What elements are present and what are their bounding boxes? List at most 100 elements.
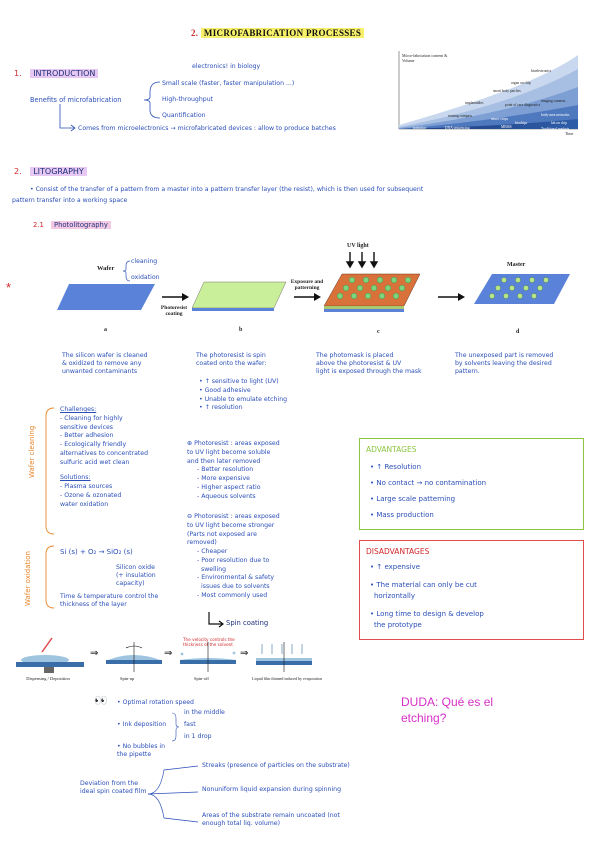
spin-off-diagram	[180, 642, 236, 672]
section-title: MICROFABRICATION PROCESSES	[200, 28, 365, 38]
wafer-oxidation-label: Wafer oxidation	[24, 551, 32, 606]
figure-label: Traditional markets	[541, 127, 570, 131]
deviation-item: Streaks (presence of particles on the su…	[202, 762, 350, 769]
figure-label: lab on chip	[551, 121, 567, 125]
spin-caption: Spin-up	[120, 676, 135, 681]
figure-label: DNA sequencing	[445, 126, 470, 130]
wafer-cleaning-label: Wafer cleaning	[28, 425, 36, 478]
figure-label: bioelectronics	[531, 69, 552, 73]
wafer-note: cleaning	[131, 258, 158, 265]
figure-label: imaging cameras	[541, 99, 566, 103]
advantage-item: • ↑ Resolution	[370, 463, 422, 471]
uv-arrows-icon	[345, 252, 379, 269]
figure-label: neuro-chips	[491, 117, 508, 121]
sub-number: 2.1	[33, 221, 44, 229]
litho-heading: 2. LITOGRAPHY	[14, 167, 87, 177]
figure-label: biochips	[515, 121, 528, 125]
brace-icon	[171, 712, 180, 742]
spin-caption: Liquid film thinned induced by evaporati…	[252, 676, 322, 681]
step-a-text: The silicon wafer is cleaned& oxidized t…	[62, 352, 148, 375]
disadvantage-item: • Long time to design & develop	[370, 610, 484, 618]
disadvantage-item: horizontally	[374, 592, 416, 600]
question-note: DUDA: Qué es el etching?	[401, 695, 494, 726]
disadvantages-box: DISADVANTAGES • ↑ expensive • The materi…	[359, 540, 584, 640]
uv-light-label: UV light	[347, 243, 369, 249]
spin-caption: Spin-off	[194, 676, 209, 681]
comes-from-text: Comes from microelectronics → microfabri…	[78, 125, 336, 132]
deviation-arrows-icon	[147, 765, 199, 823]
dispensing-diagram	[16, 637, 84, 673]
spin-bullet-side: in the middle	[184, 709, 225, 716]
spin-caption: Dispensing / Deposition	[26, 676, 70, 681]
star-mark: *	[6, 280, 12, 295]
process-arrow-icon	[294, 293, 321, 301]
deviation-item: Nonuniform liquid expansion during spinn…	[202, 786, 342, 793]
wafer-note: oxidation	[131, 274, 160, 281]
wafer-plate	[57, 284, 155, 310]
figure-label: body-area networks	[541, 113, 570, 117]
spin-bullet: • Ink deposition	[117, 721, 167, 728]
disadvantages-title: DISADVANTAGES	[366, 547, 430, 556]
page-title: 2. MICROFABRICATION PROCESSES	[191, 28, 365, 38]
spin-bullet-side: in 1 drop	[184, 733, 212, 740]
evaporation-diagram	[256, 642, 312, 672]
coated-wafer	[191, 281, 287, 311]
figure-label: point of care diagnostics	[505, 103, 541, 107]
figure-label: sensing compass	[448, 114, 473, 118]
master-wafer	[474, 274, 570, 304]
section-number: 2.	[191, 28, 199, 38]
brace-icon	[122, 260, 131, 282]
deviation-item: Areas of the substrate remain uncoated (…	[202, 812, 340, 827]
bracket-icon	[45, 407, 55, 535]
bracket-icon	[45, 545, 55, 609]
litho-title: LITOGRAPHY	[30, 167, 87, 176]
mask-wafer	[323, 273, 421, 312]
sub-title: Photolitography	[50, 221, 111, 229]
intro-heading: 1. INTRODUCTION	[14, 69, 99, 79]
intro-title: INTRODUCTION	[30, 69, 99, 78]
arrow-icon	[59, 104, 76, 132]
step-letter: a	[104, 327, 107, 333]
figure-label: transistor	[413, 126, 427, 130]
market-figure: Micro-fabrication content & Volume Time …	[393, 47, 585, 137]
spin-bullet: • No bubbles in the pipette	[117, 743, 166, 758]
wafer-label: Wafer	[97, 265, 115, 272]
spin-bullet: • Optimal rotation speed	[117, 699, 194, 706]
brace-item: Quantification	[162, 112, 206, 119]
implies-icon: ⇒	[164, 648, 173, 659]
litho-definition: pattern transfer into a working space	[12, 197, 128, 204]
master-label: Master	[507, 262, 526, 268]
implies-icon: ⇒	[90, 648, 99, 659]
advantage-item: • Mass production	[370, 511, 434, 519]
benefits-label: Benefits of microfabrication	[30, 96, 122, 104]
brace-item: High-throughput	[162, 96, 214, 103]
down-right-arrow-icon	[208, 612, 224, 628]
process-arrow-icon	[438, 293, 465, 301]
spin-coating-label: Spin coating	[226, 619, 269, 627]
brace-icon	[143, 81, 161, 119]
advantages-title: ADVANTAGES	[366, 445, 417, 454]
disadvantage-item: • ↑ expensive	[370, 563, 420, 571]
spin-bullet-side: fast	[184, 721, 196, 728]
advantage-item: • No contact → no contamination	[370, 479, 487, 487]
photoresist-properties: • ↑ sensitive to light (UV)• Good adhesi…	[199, 378, 288, 412]
photolitho-heading: 2.1 Photolitography	[33, 221, 111, 229]
exposure-label: Exposure and patterning	[290, 279, 324, 291]
litho-definition: • Consist of the transfer of a pattern f…	[30, 186, 424, 193]
step-letter: b	[239, 327, 243, 333]
oxidation-reaction: Si (s) + O₂ → SiO₂ (s)	[60, 548, 133, 556]
figure-ylabel: Micro-fabrication content & Volume	[402, 53, 448, 63]
figure-xlabel: Time	[565, 131, 574, 136]
figure-label: organ on chip	[511, 81, 531, 85]
advantage-item: • Large scale patterning	[370, 495, 456, 503]
litho-number: 2.	[14, 167, 22, 176]
